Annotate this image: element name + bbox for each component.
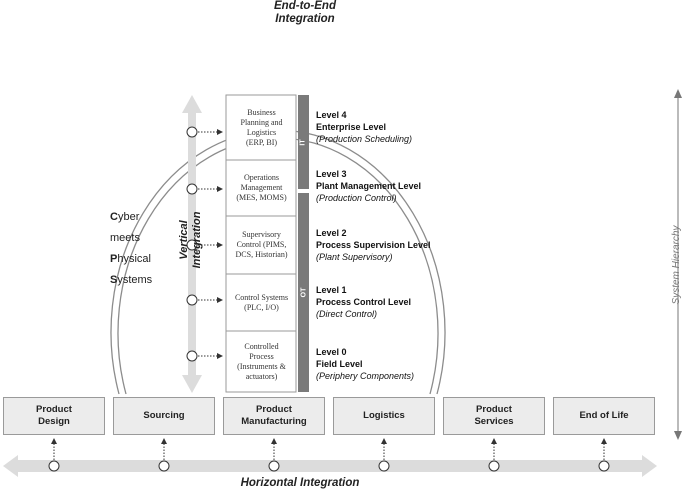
level-stack-outline xyxy=(225,94,297,393)
hierarchy-arrow-up xyxy=(674,89,682,98)
ot-band: OT xyxy=(298,193,309,392)
end-to-end-title-line2: Integration xyxy=(275,13,335,25)
it-band: IT xyxy=(298,95,309,189)
cyber-physical-systems-label: Cyber meets Physical Systems xyxy=(110,211,153,286)
level-2-description: Level 2 Process Supervision Level (Plant… xyxy=(316,228,431,262)
level-3-description: Level 3 Plant Management Level (Producti… xyxy=(316,169,422,203)
horizontal-connectors xyxy=(48,438,610,472)
vertical-connectors xyxy=(186,126,223,362)
level-1-box: Control Systems (PLC, I/O) xyxy=(234,292,289,312)
level-4-box: Business Planning and Logistics (ERP, BI… xyxy=(240,107,283,147)
stage-sourcing: Sourcing xyxy=(113,397,215,435)
end-to-end-title-line1: End-to-End xyxy=(274,0,336,12)
level-3-box: Operations Management (MES, MOMS) xyxy=(236,173,287,202)
level-0-description: Level 0 Field Level (Periphery Component… xyxy=(316,347,415,381)
vertical-label-line2: Integration xyxy=(191,211,203,269)
system-hierarchy-label: System Hierarchy xyxy=(671,225,682,305)
end-to-end-title: End-to-End Integration xyxy=(250,0,360,26)
hierarchy-arrow-down xyxy=(674,431,682,440)
stage-end-of-life: End of Life xyxy=(553,397,655,435)
horizontal-integration-title: Horizontal Integration xyxy=(240,477,360,489)
horizontal-integration-arrow xyxy=(3,455,657,477)
level-0-box: Controlled Process (Instruments & actuat… xyxy=(237,341,286,381)
level-2-box: Supervisory Control (PIMS, DCS, Historia… xyxy=(235,230,288,259)
vertical-integration-label: Vertical Integration xyxy=(178,180,208,300)
level-1-description: Level 1 Process Control Level (Direct Co… xyxy=(316,285,412,319)
level-4-description: Level 4 Enterprise Level (Production Sch… xyxy=(316,110,413,144)
stage-logistics: Logistics xyxy=(333,397,435,435)
